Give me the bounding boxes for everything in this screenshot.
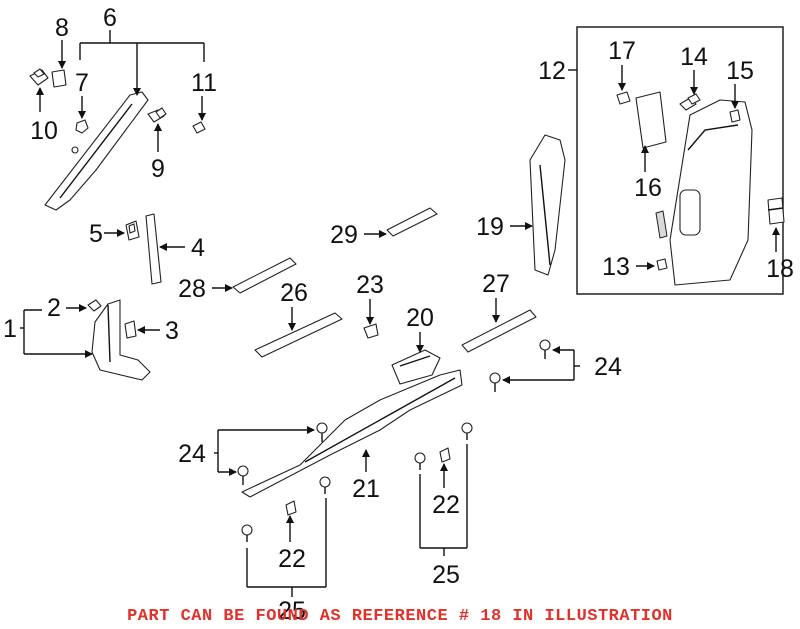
callout-23: 23: [356, 271, 384, 299]
callout-3: 3: [165, 317, 179, 345]
callout-22-left: 22: [278, 545, 306, 573]
bolt-part-24: [316, 422, 328, 442]
bolt-part-24: [539, 339, 551, 359]
callout-26: 26: [280, 279, 308, 307]
trim-strip-part-4: [145, 213, 162, 285]
callout-22-right: 22: [432, 491, 460, 519]
clip-part-13: [656, 258, 668, 271]
callout-20: 20: [406, 304, 434, 332]
callout-19: 19: [476, 213, 504, 241]
callout-16: 16: [634, 174, 662, 202]
callout-1: 1: [3, 315, 17, 343]
push-pin-part-25: [414, 452, 426, 470]
sill-plate-part-21: [241, 369, 463, 498]
reference-note: PART CAN BE FOUND AS REFERENCE # 18 IN I…: [127, 607, 673, 626]
sill-strip-part-26: [254, 312, 343, 358]
clip-part-8: [51, 69, 67, 88]
clip-part-15: [729, 109, 741, 123]
callout-7: 7: [75, 69, 89, 97]
callout-24-left: 24: [178, 440, 206, 468]
callout-numbers: 6 8 7 11 10 9 5 4 1 2 3 28 29 26 23 20 2…: [3, 4, 794, 625]
bolt-part-24: [237, 465, 249, 485]
callout-28: 28: [178, 275, 206, 303]
a-pillar-trim-part-6: [44, 91, 149, 211]
clip-part-22: [439, 447, 451, 463]
callout-6: 6: [103, 4, 117, 32]
callout-27: 27: [482, 270, 510, 298]
sill-strip-part-28: [232, 257, 297, 294]
callout-11: 11: [191, 69, 217, 97]
sill-strip-part-27: [461, 309, 537, 353]
callout-12: 12: [538, 57, 566, 85]
callout-18: 18: [766, 255, 794, 283]
clip-part-23: [363, 323, 379, 339]
callout-8: 8: [55, 14, 69, 42]
clip-part-11: [192, 121, 206, 134]
callout-25-right: 25: [432, 561, 460, 589]
clip-part-7: [75, 119, 89, 134]
clip-part-10: [29, 68, 49, 86]
clip-part-22: [285, 500, 297, 516]
callout-14: 14: [680, 43, 708, 71]
push-pin-part-25: [461, 422, 473, 440]
clip-part-2: [87, 299, 102, 312]
push-pin-part-25: [241, 524, 253, 542]
callout-29: 29: [330, 221, 358, 249]
push-pin-part-25: [319, 476, 331, 494]
callout-2: 2: [47, 294, 61, 322]
clip-part-18: [767, 197, 785, 225]
callout-21: 21: [352, 475, 380, 503]
b-pillar-assembly-box-part-12: [576, 26, 784, 295]
clip-part-14: [679, 93, 701, 111]
callout-13: 13: [602, 253, 630, 281]
clip-part-17: [616, 91, 631, 105]
callout-24-right: 24: [594, 353, 622, 381]
clip-part-9: [147, 107, 167, 123]
callout-25-left: 25: [278, 597, 306, 625]
clip-part-3: [124, 320, 137, 339]
callout-17: 17: [608, 37, 636, 65]
callout-10: 10: [30, 117, 58, 145]
callout-5: 5: [89, 220, 103, 248]
sill-strip-part-29: [386, 207, 438, 237]
leader-lines: [20, 30, 780, 597]
b-pillar-trim-part-19: [529, 134, 566, 276]
bolt-part-24: [489, 372, 501, 392]
kick-panel-part-1: [91, 299, 151, 381]
clip-part-5: [125, 220, 140, 241]
callout-9: 9: [151, 155, 165, 183]
callout-4: 4: [191, 234, 205, 262]
callout-15: 15: [726, 57, 754, 85]
